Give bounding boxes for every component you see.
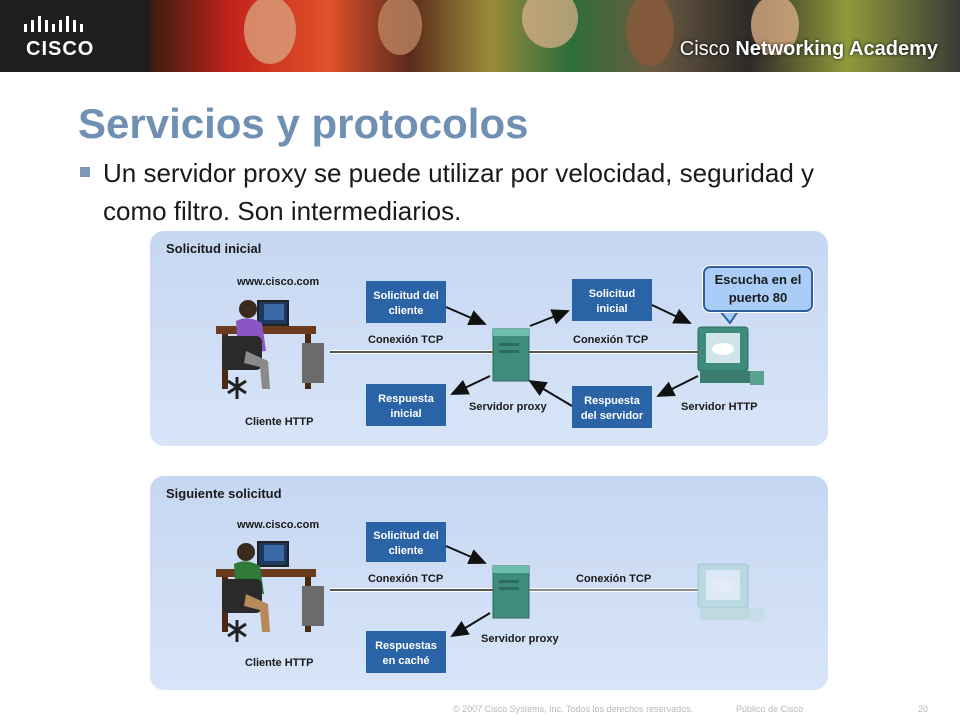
tcp-label-left: Conexión TCP [368,334,443,346]
bullet-text: Un servidor proxy se puede utilizar por … [103,158,815,226]
panel-initial-request: Solicitud inicial www.cisco.com Client [150,231,828,446]
port-callout: Escucha en el puerto 80 [702,265,814,313]
tcp-label-left: Conexión TCP [368,573,443,585]
tcp-label-right: Conexión TCP [573,334,648,346]
panel-title: Siguiente solicitud [166,486,282,501]
proxy-server-icon [492,565,530,619]
bullet-item: Un servidor proxy se puede utilizar por … [80,154,840,230]
svg-text:cliente: cliente [389,545,424,557]
cisco-logo: CISCO [0,0,150,72]
footer-page-number: 20 [918,704,929,714]
client-workstation-icon [216,541,324,642]
svg-text:Solicitud del: Solicitud del [373,290,438,302]
proxy-label: Servidor proxy [481,633,560,645]
diagram-initial-request: www.cisco.com Cliente HTTP Solicitud del… [216,276,764,428]
arrow-proxy-to-initial-response [450,375,491,395]
arrow-proxy-to-initial-request [529,309,570,327]
svg-text:en caché: en caché [382,655,429,667]
server-response-box: Respuesta del servidor [572,386,652,428]
svg-text:cliente: cliente [389,305,424,317]
arrow-server-to-response [656,375,699,397]
cisco-wordmark: CISCO [26,38,95,60]
panel-title: Solicitud inicial [166,241,262,256]
arrow-client-to-proxy [445,545,487,564]
tcp-label-right: Conexión TCP [576,573,651,585]
bullet-square-icon [80,167,90,177]
http-server-icon [697,326,764,385]
cached-response-box: Respuestas en caché [366,631,446,673]
client-domain-label: www.cisco.com [236,519,319,531]
diagram-next-request: www.cisco.com Cliente HTTP Solicitud del… [216,519,764,673]
client-workstation-icon [216,300,324,399]
svg-text:del servidor: del servidor [581,410,644,422]
arrow-proxy-to-cached-response [450,612,491,638]
server-label: Servidor HTTP [681,401,757,413]
svg-text:inicial: inicial [390,408,421,420]
svg-text:Respuesta: Respuesta [378,393,435,405]
banner-photo-strip [150,0,960,72]
slide-title: Servicios y protocolos [78,100,529,147]
arrow-client-to-proxy [445,306,487,325]
svg-text:inicial: inicial [596,303,627,315]
arrow-request-to-server [651,304,692,324]
svg-text:Solicitud del: Solicitud del [373,530,438,542]
client-request-box: Solicitud del cliente [366,522,446,562]
client-domain-label: www.cisco.com [236,276,319,288]
footer-copyright: © 2007 Cisco Systems, Inc. Todos los der… [453,704,694,714]
svg-text:Respuestas: Respuestas [375,640,437,652]
http-server-faded-icon [697,563,764,622]
footer-classification: Público de Cisco [736,704,804,714]
client-label: Cliente HTTP [245,416,313,428]
proxy-label: Servidor proxy [469,401,548,413]
header-banner: CISCO Cisco Networking Academy [0,0,960,72]
networking-academy-logo: Cisco Networking Academy [679,38,938,60]
arrow-response-to-proxy [528,379,573,407]
panel-next-request: Siguiente solicitud www.cisco.com Client… [150,476,828,690]
cisco-bars-icon [24,16,83,32]
svg-text:Solicitud: Solicitud [589,288,635,300]
proxy-server-icon [492,328,530,382]
initial-request-box: Solicitud inicial [572,279,652,321]
svg-text:Respuesta: Respuesta [584,395,641,407]
initial-response-box: Respuesta inicial [366,384,446,426]
client-request-box: Solicitud del cliente [366,281,446,323]
client-label: Cliente HTTP [245,657,313,669]
